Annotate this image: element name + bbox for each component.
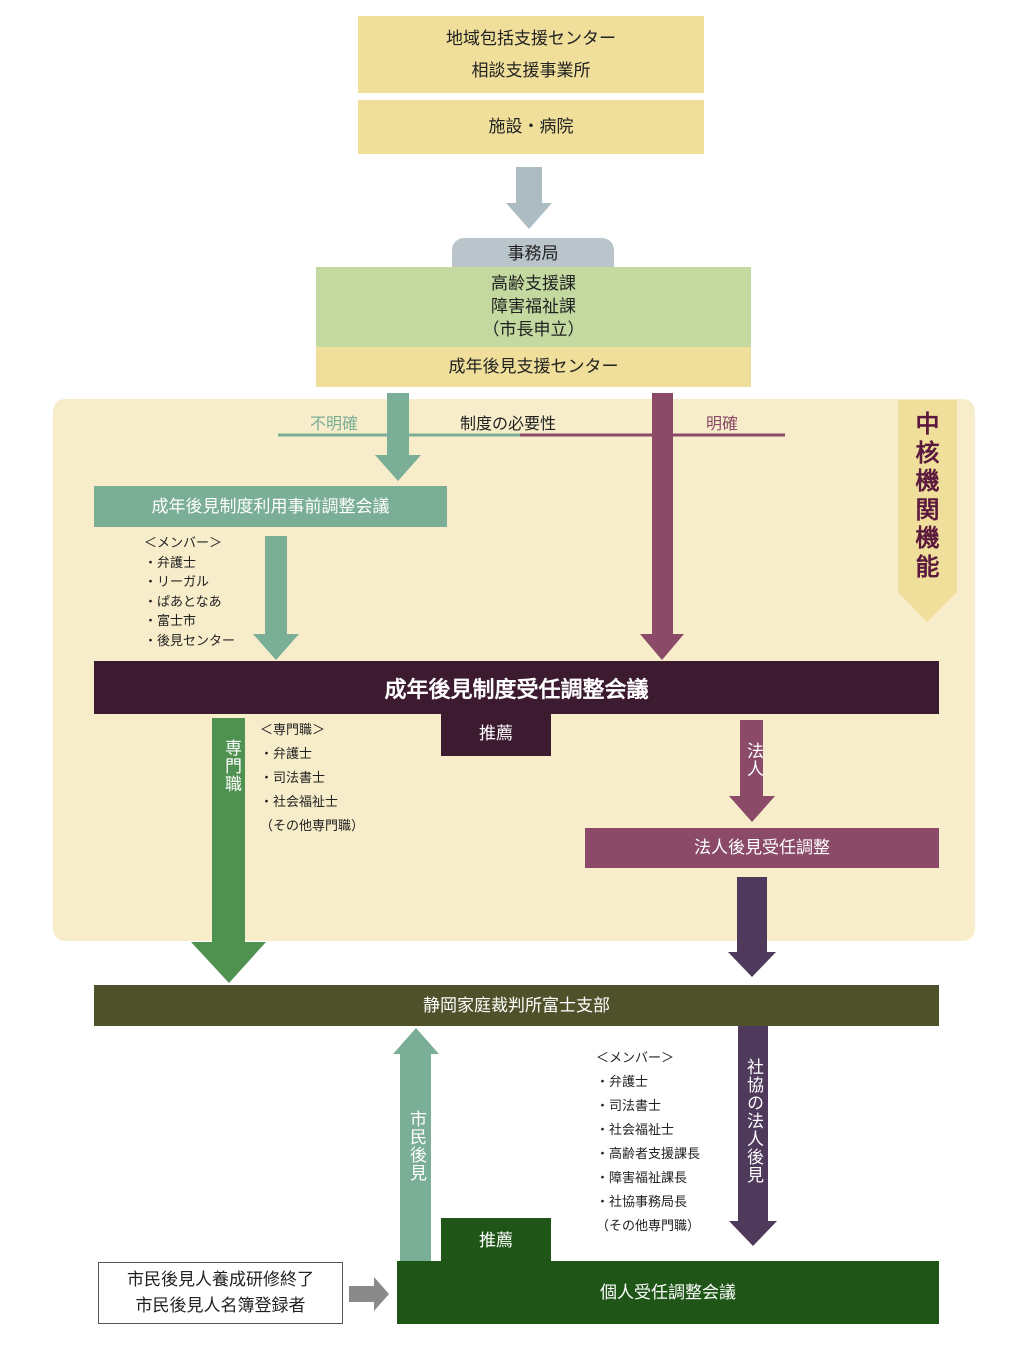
trainees-line-1: 市民後見人養成研修終了 <box>127 1270 314 1290</box>
bottom-member-3: ・社会福祉士 <box>596 1123 675 1138</box>
support-center-box: 成年後見支援センター <box>316 347 751 387</box>
jimukyoku-line-3: （市長申立） <box>482 319 585 340</box>
arrow-unclear <box>375 393 421 481</box>
core-char-3: 機 <box>915 467 940 495</box>
bottom-member-7: （その他専門職） <box>596 1219 701 1234</box>
pre-council-box: 成年後見制度利用事前調整会議 <box>94 486 447 527</box>
jimukyoku-line-2: 障害福祉課 <box>491 296 576 317</box>
support-center-label: 成年後見支援センター <box>448 357 619 377</box>
clear-label: 明確 <box>706 414 739 433</box>
arrow-trainees <box>349 1277 389 1311</box>
recommend-label-individual: 推薦 <box>479 1230 513 1251</box>
citizen-vertical-label: 市民後見 <box>406 1110 426 1182</box>
arrow-pre-to-main <box>253 536 299 660</box>
bottom-member-1: ・弁護士 <box>596 1075 649 1090</box>
pre-member-3: ・ぱあとなあ <box>144 594 222 610</box>
main-council-box: 成年後見制度受任調整会議 <box>94 661 939 714</box>
arrow-corporate-to-court <box>728 877 776 977</box>
bottom-member-4: ・高齢者支援課長 <box>596 1147 701 1162</box>
core-label: 中 核 機 関 機 能 <box>898 410 957 590</box>
professional-item-3: ・社会福祉士 <box>260 795 339 810</box>
court-box: 静岡家庭裁判所富士支部 <box>94 985 939 1026</box>
professional-item-0: ＜専門職＞ <box>260 723 326 738</box>
jimukyoku-box: 高齢支援課 障害福祉課 （市長申立） <box>316 267 751 347</box>
arrow-professional <box>191 718 266 983</box>
jimukyoku-line-1: 高齢支援課 <box>491 273 576 294</box>
recommend-tab-main: 推薦 <box>441 712 551 756</box>
consultation-box: 地域包括支援センター 相談支援事業所 <box>358 16 704 93</box>
recommend-tab-individual: 推薦 <box>441 1218 551 1263</box>
professional-list: ＜専門職＞ ・弁護士 ・司法書士 ・社会福祉士 （その他専門職） <box>260 719 364 839</box>
core-char-6: 能 <box>915 552 940 581</box>
core-char-4: 関 <box>915 495 940 524</box>
professional-vertical-label: 専門職 <box>221 739 241 793</box>
trainees-box: 市民後見人養成研修終了 市民後見人名簿登録者 <box>98 1262 343 1324</box>
facility-box: 施設・病院 <box>358 100 704 154</box>
facility-label: 施設・病院 <box>488 117 574 137</box>
corporate-council-box: 法人後見受任調整 <box>585 828 939 868</box>
bottom-member-5: ・障害福祉課長 <box>596 1171 688 1186</box>
core-char-5: 機 <box>915 524 940 552</box>
consultation-line-2: 相談支援事業所 <box>471 60 591 81</box>
individual-council-box: 個人受任調整会議 <box>397 1261 939 1324</box>
pre-member-2: ・リーガル <box>144 575 210 590</box>
bottom-members-list: ＜メンバー＞ ・弁護士 ・司法書士 ・社会福祉士 ・高齢者支援課長 ・障害福祉課… <box>596 1047 700 1239</box>
pre-member-1: ・弁護士 <box>144 555 197 571</box>
arrow-corporate <box>729 720 775 822</box>
shakyo-vertical-label: 社協の法人後見 <box>743 1058 763 1184</box>
consultation-line-1: 地域包括支援センター <box>446 28 616 49</box>
pre-member-4: ・富士市 <box>144 614 197 629</box>
professional-item-4: （その他専門職） <box>260 819 365 834</box>
court-label: 静岡家庭裁判所富士支部 <box>423 995 610 1016</box>
unclear-label: 不明確 <box>310 414 359 433</box>
pre-member-0: ＜メンバー＞ <box>144 536 223 551</box>
arrow-shakyo <box>729 1025 777 1246</box>
bottom-member-6: ・社協事務局長 <box>596 1195 688 1210</box>
individual-council-label: 個人受任調整会議 <box>600 1282 736 1303</box>
main-council-label: 成年後見制度受任調整会議 <box>384 677 649 703</box>
jimukyoku-tab: 事務局 <box>452 238 614 270</box>
pre-members-list: ＜メンバー＞ ・弁護士 ・リーガル ・ぱあとなあ ・富士市 ・後見センター <box>144 534 235 651</box>
corporate-council-label: 法人後見受任調整 <box>694 838 830 858</box>
recommend-label-main: 推薦 <box>479 724 513 744</box>
core-char-1: 中 <box>915 410 940 438</box>
bottom-member-0: ＜メンバー＞ <box>596 1051 675 1066</box>
necessity-label: 制度の必要性 <box>460 414 557 433</box>
arrow-citizen <box>393 1028 439 1262</box>
trainees-line-2: 市民後見人名簿登録者 <box>135 1296 306 1316</box>
professional-item-2: ・司法書士 <box>260 771 326 786</box>
pre-council-label: 成年後見制度利用事前調整会議 <box>151 496 390 517</box>
jimukyoku-tab-label: 事務局 <box>507 244 559 264</box>
core-char-2: 核 <box>915 438 940 467</box>
pre-member-5: ・後見センター <box>144 633 236 649</box>
arrow-down-gray <box>506 167 552 229</box>
arrow-clear <box>640 393 684 660</box>
corporate-vertical-label: 法人 <box>743 742 763 778</box>
professional-item-1: ・弁護士 <box>260 747 313 762</box>
bottom-member-2: ・司法書士 <box>596 1099 662 1114</box>
